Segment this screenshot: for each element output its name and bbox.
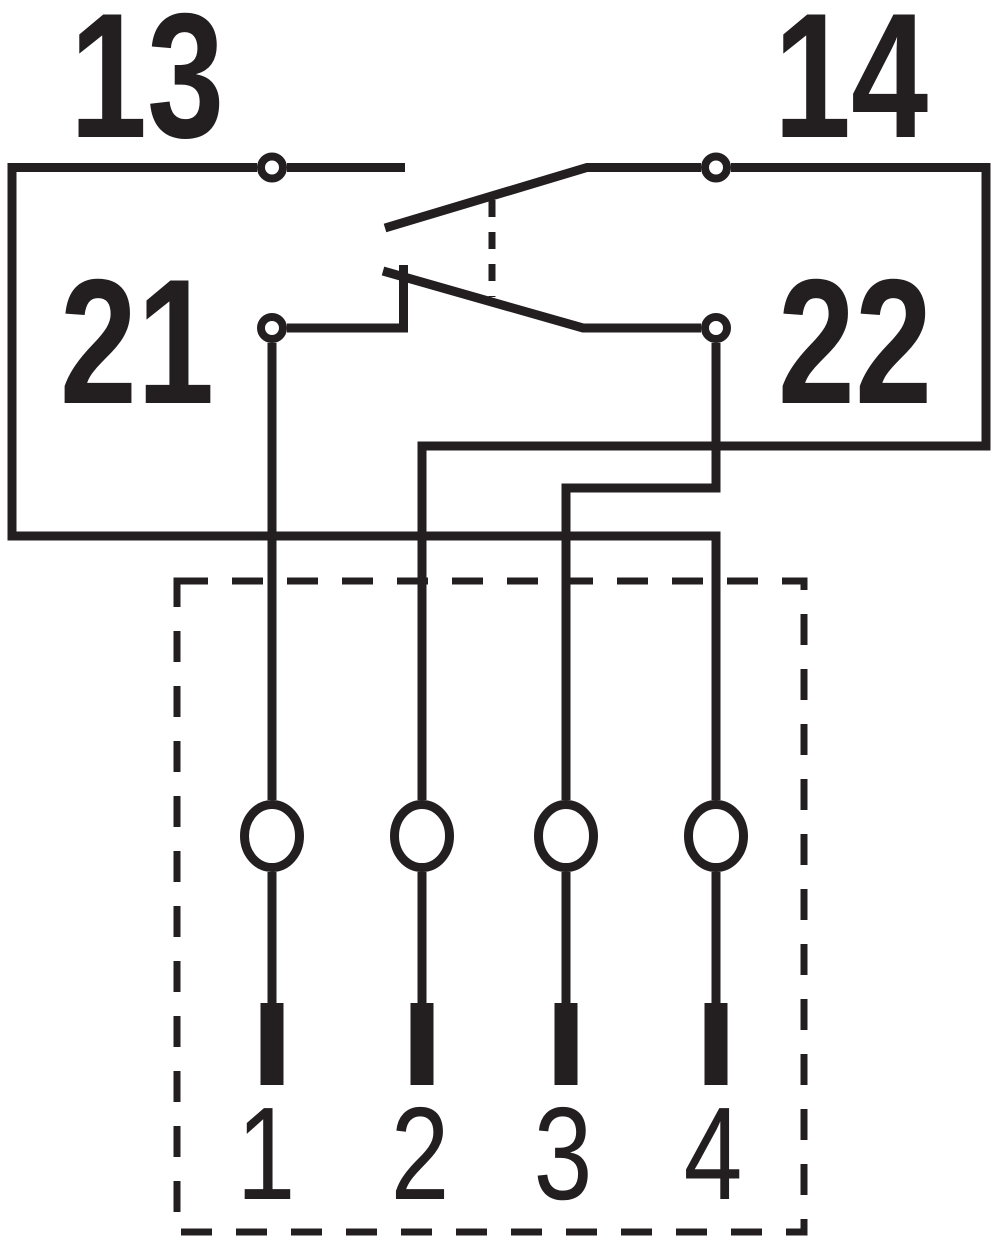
pin1-blade [260, 1003, 284, 1085]
pin4-label: 4 [684, 1081, 743, 1228]
pin1-node [240, 800, 304, 872]
pin3-node [534, 800, 598, 872]
nc-fixed-contact-21 [287, 265, 408, 333]
wire-13-to-pin4 [7, 163, 721, 800]
pin3-label: 3 [534, 1081, 593, 1228]
terminal-21-node [257, 313, 287, 343]
pin4-blade [704, 1003, 728, 1085]
pin4-node [684, 800, 748, 872]
terminal-21-label: 21 [60, 242, 214, 440]
socket-outline [173, 577, 808, 1236]
terminal-13-label: 13 [70, 0, 224, 175]
terminal-14-node [701, 152, 731, 183]
terminal-22-node [701, 313, 731, 343]
terminal-14-label: 14 [774, 0, 928, 175]
pin2-blade [410, 1003, 434, 1085]
terminal-22-label: 22 [778, 242, 932, 440]
nc-contact-blade [381, 266, 701, 333]
terminal-13-node [257, 152, 287, 183]
wire-14-to-pin2 [417, 163, 991, 800]
pin2-label: 2 [391, 1081, 450, 1228]
pin1-label: 1 [237, 1081, 296, 1228]
pin3-blade [554, 1003, 578, 1085]
pin2-node [390, 800, 454, 872]
wire-22-to-pin3 [561, 343, 721, 800]
no-contact-blade [383, 163, 701, 233]
